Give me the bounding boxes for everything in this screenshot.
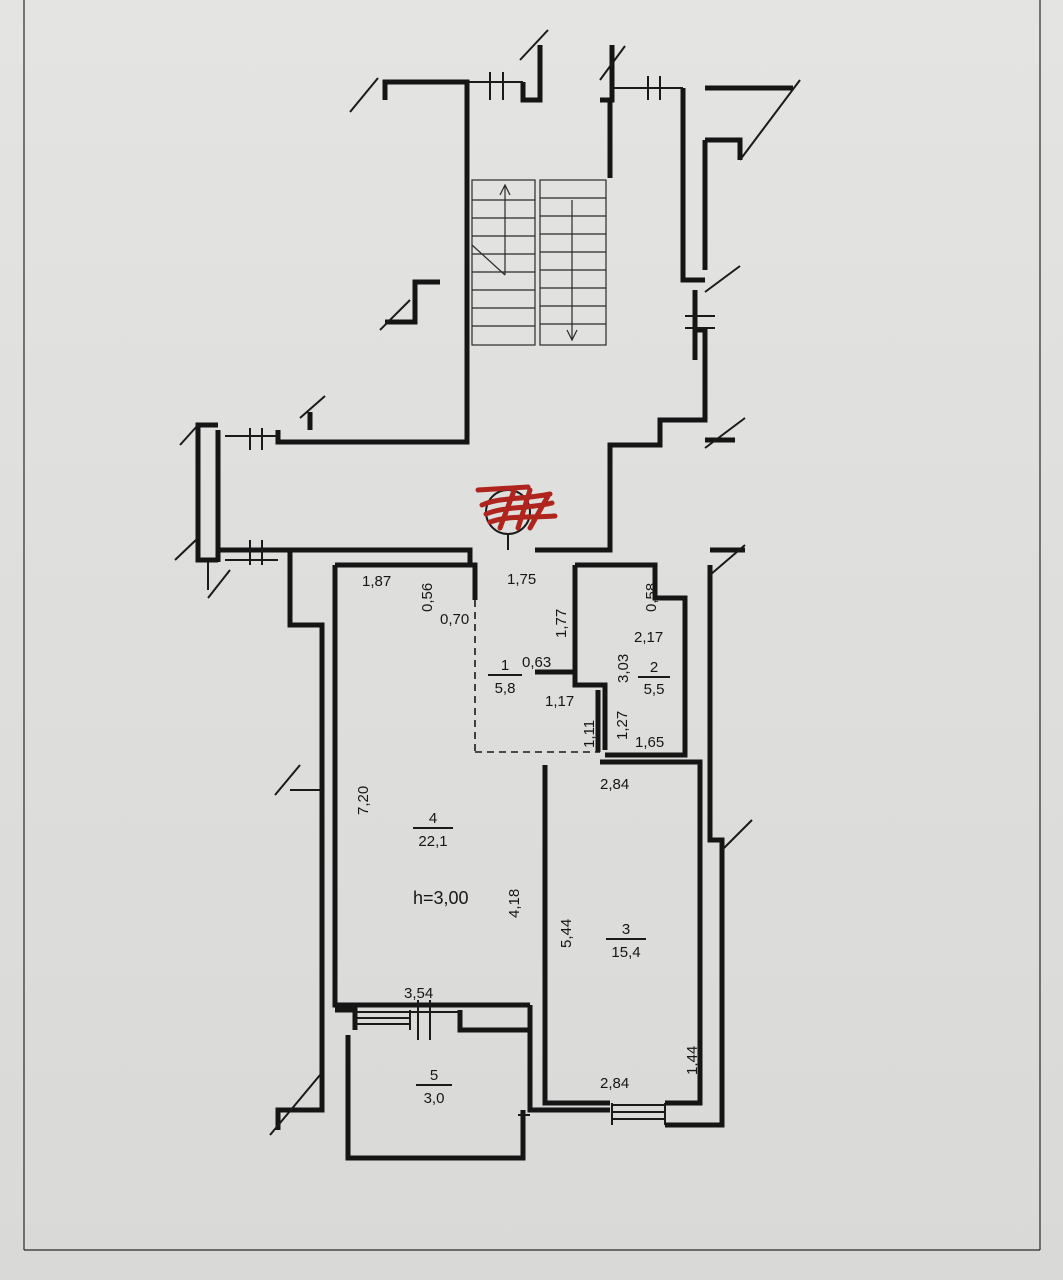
dim-1-44: 1,44 — [684, 1046, 701, 1075]
room-label-4: 4 22,1 — [413, 810, 453, 850]
dim-4-18: 4,18 — [506, 889, 523, 918]
dimension-labels: 1,87 0,56 0,70 1,75 1,77 0,63 1,17 1,11 … — [355, 571, 701, 1092]
dim-0-70: 0,70 — [440, 611, 469, 628]
room-label-5: 5 3,0 — [416, 1067, 452, 1107]
room-area: 22,1 — [418, 833, 447, 850]
dim-3-03: 3,03 — [615, 654, 632, 683]
ceiling-height-label: h=3,00 — [413, 888, 469, 908]
sheet-frame — [23, 0, 1041, 1251]
room-area: 15,4 — [611, 944, 640, 961]
dim-1-77: 1,77 — [553, 609, 570, 638]
dim-7-20: 7,20 — [355, 786, 372, 815]
dim-1-75: 1,75 — [507, 571, 536, 588]
dim-1-11: 1,11 — [581, 720, 598, 748]
redaction-scribble — [475, 484, 558, 531]
room-label-1: 1 5,8 — [488, 657, 522, 697]
room-number: 1 — [501, 657, 509, 674]
room-number: 4 — [429, 810, 437, 827]
room-number: 3 — [622, 921, 630, 938]
room-label-3: 3 15,4 — [606, 921, 646, 961]
dim-2-84-bottom: 2,84 — [600, 1075, 629, 1092]
room-area: 5,8 — [495, 680, 516, 697]
room-number: 5 — [430, 1067, 438, 1084]
dim-1-87: 1,87 — [362, 573, 391, 590]
dim-5-44: 5,44 — [558, 919, 575, 948]
dim-0-56: 0,56 — [419, 583, 436, 612]
room-label-2: 2 5,5 — [638, 659, 670, 698]
dim-2-17: 2,17 — [634, 629, 663, 646]
stair-flights — [471, 179, 607, 346]
dim-0-58: 0,58 — [643, 583, 660, 612]
dim-1-65: 1,65 — [635, 734, 664, 751]
apartment-walls — [174, 422, 753, 1161]
room-number: 2 — [650, 659, 658, 676]
room-area: 3,0 — [424, 1090, 445, 1107]
staircase-block — [275, 29, 801, 553]
dim-2-84-top: 2,84 — [600, 776, 629, 793]
room-area: 5,5 — [644, 681, 665, 698]
dim-3-54: 3,54 — [404, 985, 433, 1002]
dim-1-27: 1,27 — [614, 711, 631, 740]
dim-1-17: 1,17 — [545, 693, 574, 710]
dim-0-63: 0,63 — [522, 654, 551, 671]
